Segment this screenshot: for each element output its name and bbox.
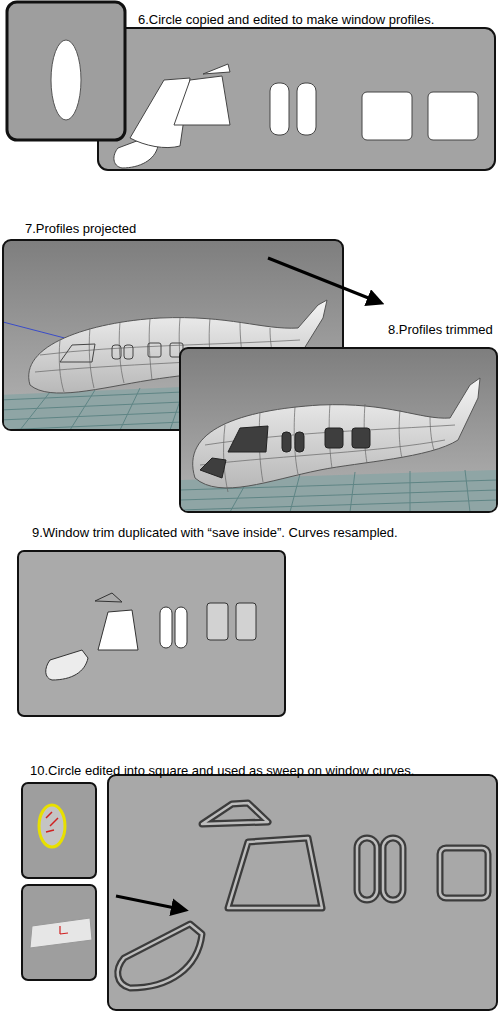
- step-caption: 8.Profiles trimmed: [388, 322, 493, 338]
- step-caption: 6.Circle copied and edited to make windo…: [138, 12, 434, 28]
- step8-panel: [180, 348, 497, 512]
- step10-panel: [22, 775, 497, 1010]
- step-caption: 7.Profiles projected: [25, 221, 136, 237]
- step9-panel: [18, 551, 285, 716]
- step-caption: 9.Window trim duplicated with “save insi…: [32, 525, 398, 541]
- pointer-arrow: [268, 258, 376, 301]
- step-caption: 10.Circle edited into square and used as…: [30, 763, 414, 779]
- step6-panel: [7, 2, 495, 170]
